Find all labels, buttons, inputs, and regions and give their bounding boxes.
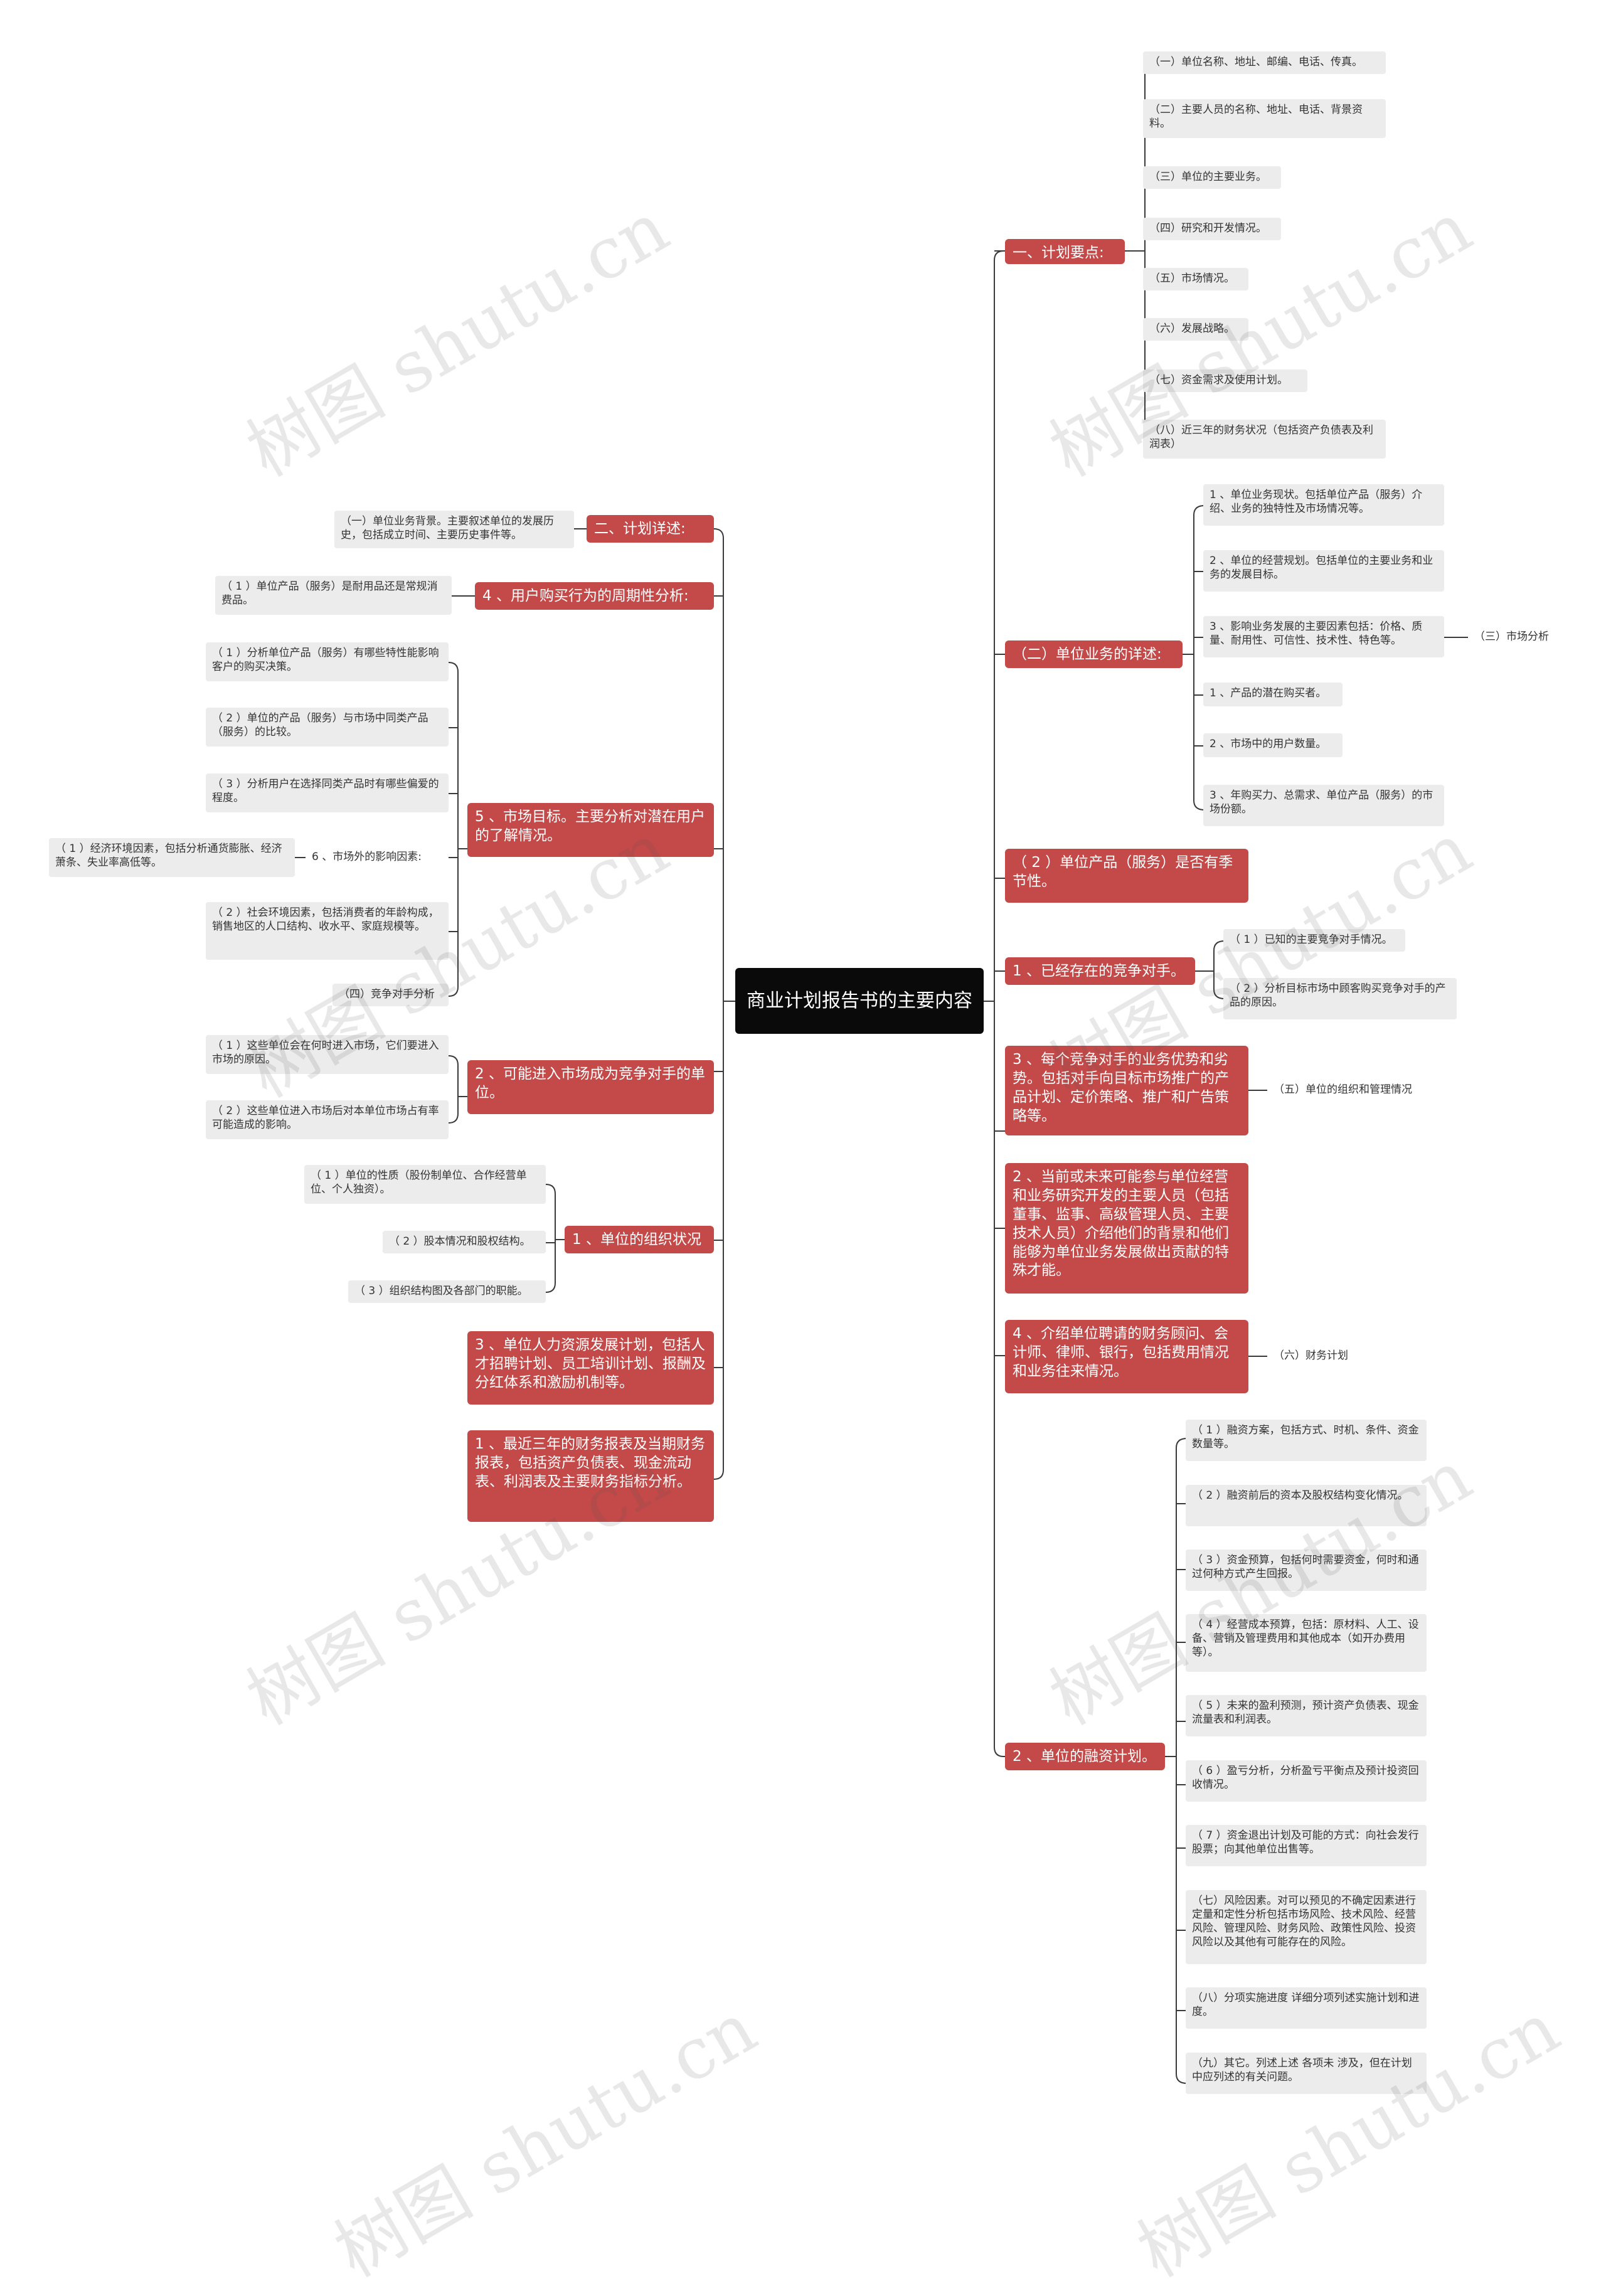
organization-item[interactable]: （ 3 ）组织结构图及各部门的职能。 <box>348 1280 546 1303</box>
plan-point-item[interactable]: （七）资金需求及使用计划。 <box>1143 369 1307 392</box>
business-detail-item[interactable]: 2 、市场中的用户数量。 <box>1203 733 1343 757</box>
market-goal-item[interactable]: （ 3 ）分析用户在选择同类产品时有哪些偏爱的程度。 <box>206 773 449 812</box>
branch-plan-points[interactable]: 一、计划要点: <box>1005 239 1125 264</box>
org-management-label[interactable]: （五）单位的组织和管理情况 <box>1274 1083 1412 1096</box>
market-goal-item[interactable]: （ 1 ）分析单位产品（服务）有哪些特性能影响客户的购买决策。 <box>206 642 449 681</box>
branch-advisors[interactable]: 4 、介绍单位聘请的财务顾问、会计师、律师、银行，包括费用情况和业务往来情况。 <box>1005 1320 1248 1393</box>
plan-point-item[interactable]: （六）发展战略。 <box>1143 318 1248 341</box>
plan-point-item[interactable]: （二）主要人员的名称、地址、电话、背景资料。 <box>1143 99 1386 138</box>
organization-item[interactable]: （ 2 ）股本情况和股权结构。 <box>383 1231 546 1253</box>
branch-market-goal[interactable]: 5 、市场目标。主要分析对潜在用户的了解情况。 <box>467 803 714 857</box>
financing-item[interactable]: （ 6 ）盈亏分析，分析盈亏平衡点及预计投资回收情况。 <box>1186 1760 1427 1802</box>
branch-financing[interactable]: 2 、单位的融资计划。 <box>1005 1743 1165 1770</box>
market-goal-item[interactable]: （四）竞争对手分析 <box>332 984 449 1006</box>
financing-item[interactable]: （八）分项实施进度 详细分项列述实施计划和进度。 <box>1186 1987 1427 2029</box>
branch-business-detail[interactable]: （二）单位业务的详述: <box>1005 640 1183 668</box>
plan-point-item[interactable]: （三）单位的主要业务。 <box>1143 166 1281 189</box>
financial-plan-label[interactable]: （六）财务计划 <box>1274 1349 1348 1362</box>
financing-item[interactable]: （ 2 ）融资前后的资本及股权结构变化情况。 <box>1186 1485 1427 1526</box>
plan-detail-item[interactable]: （一）单位业务背景。主要叙述单位的发展历史，包括成立时间、主要历史事件等。 <box>334 511 574 548</box>
branch-purchase-cycle[interactable]: 4 、用户购买行为的周期性分析: <box>475 582 714 610</box>
market-goal-item[interactable]: （ 2 ）社会环境因素，包括消费者的年龄构成，销售地区的人口结构、收水平、家庭规… <box>206 902 449 960</box>
branch-hr-plan[interactable]: 3 、单位人力资源发展计划，包括人才招聘计划、员工培训计划、报酬及分红体系和激励… <box>467 1331 714 1405</box>
market-analysis-label[interactable]: （三）市场分析 <box>1474 630 1549 643</box>
plan-point-item[interactable]: （八）近三年的财务状况（包括资产负债表及利润表） <box>1143 420 1386 459</box>
financing-item[interactable]: （ 7 ）资金退出计划及可能的方式：向社会发行股票；向其他单位出售等。 <box>1186 1825 1427 1866</box>
branch-potential-competitors[interactable]: 2 、可能进入市场成为竞争对手的单位。 <box>467 1060 714 1114</box>
plan-point-item[interactable]: （五）市场情况。 <box>1143 268 1248 290</box>
purchase-cycle-item[interactable]: （ 1 ）单位产品（服务）是耐用品还是常规消费品。 <box>215 576 452 615</box>
potential-competitor-item[interactable]: （ 1 ）这些单位会在何时进入市场，它们要进入市场的原因。 <box>206 1035 449 1074</box>
branch-competitor-strengths[interactable]: 3 、每个竞争对手的业务优势和劣势。包括对手向目标市场推广的产品计划、定价策略、… <box>1005 1046 1248 1135</box>
organization-item[interactable]: （ 1 ）单位的性质（股份制单位、合作经营单位、个人独资）。 <box>304 1165 546 1204</box>
branch-existing-competitors[interactable]: 1 、已经存在的竞争对手。 <box>1005 957 1195 985</box>
financing-item[interactable]: （ 3 ）资金预算，包括何时需要资金，何时和通过何种方式产生回报。 <box>1186 1549 1427 1591</box>
external-factors-label[interactable]: 6 、市场外的影响因素: <box>312 851 422 863</box>
financing-item[interactable]: （ 4 ）经营成本预算，包括：原材料、人工、设备、营销及管理费用和其他成本（如开… <box>1186 1614 1427 1672</box>
business-detail-item[interactable]: 3 、影响业务发展的主要因素包括：价格、质量、耐用性、可信性、技术性、特色等。 <box>1203 616 1444 657</box>
financing-item[interactable]: （ 5 ）未来的盈利预测，预计资产负债表、现金流量表和利润表。 <box>1186 1695 1427 1736</box>
business-detail-item[interactable]: 2 、单位的经营规划。包括单位的主要业务和业务的发展目标。 <box>1203 550 1444 592</box>
economic-environment-item[interactable]: （ 1 ）经济环境因素，包括分析通货膨胀、经济萧条、失业率高低等。 <box>49 838 295 877</box>
market-goal-item[interactable]: （ 2 ）单位的产品（服务）与市场中同类产品（服务）的比较。 <box>206 708 449 747</box>
competitor-item[interactable]: （ 1 ）已知的主要竞争对手情况。 <box>1223 929 1405 952</box>
branch-financial-statements[interactable]: 1 、最近三年的财务报表及当期财务报表，包括资产负债表、现金流动表、利润表及主要… <box>467 1430 714 1522</box>
branch-organization[interactable]: 1 、单位的组织状况 <box>565 1226 714 1253</box>
financing-item[interactable]: （ 1 ）融资方案，包括方式、时机、条件、资金数量等。 <box>1186 1420 1427 1461</box>
plan-point-item[interactable]: （四）研究和开发情况。 <box>1143 218 1281 240</box>
plan-point-item[interactable]: （一）单位名称、地址、邮编、电话、传真。 <box>1143 51 1386 74</box>
potential-competitor-item[interactable]: （ 2 ）这些单位进入市场后对本单位市场占有率可能造成的影响。 <box>206 1100 449 1139</box>
branch-seasonality[interactable]: （ 2 ）单位产品（服务）是否有季节性。 <box>1005 849 1248 903</box>
business-detail-item[interactable]: 1 、产品的潜在购买者。 <box>1203 683 1343 706</box>
business-detail-item[interactable]: 3 、年购买力、总需求、单位产品（服务）的市场份额。 <box>1203 785 1444 826</box>
financing-item[interactable]: （七）风险因素。对可以预见的不确定因素进行定量和定性分析包括市场风险、技术风险、… <box>1186 1890 1427 1964</box>
branch-plan-detail[interactable]: 二、计划详述: <box>587 515 714 543</box>
financing-item[interactable]: （九）其它。列述上述 各项未 涉及，但在计划中应列述的有关问题。 <box>1186 2053 1427 2094</box>
competitor-item[interactable]: （ 2 ）分析目标市场中顾客购买竞争对手的产品的原因。 <box>1223 978 1457 1019</box>
root-topic[interactable]: 商业计划报告书的主要内容 <box>735 968 984 1034</box>
branch-key-personnel[interactable]: 2 、当前或未来可能参与单位经营和业务研究开发的主要人员（包括董事、监事、高级管… <box>1005 1163 1248 1294</box>
business-detail-item[interactable]: 1 、单位业务现状。包括单位产品（服务）介绍、业务的独特性及市场情况等。 <box>1203 484 1444 526</box>
